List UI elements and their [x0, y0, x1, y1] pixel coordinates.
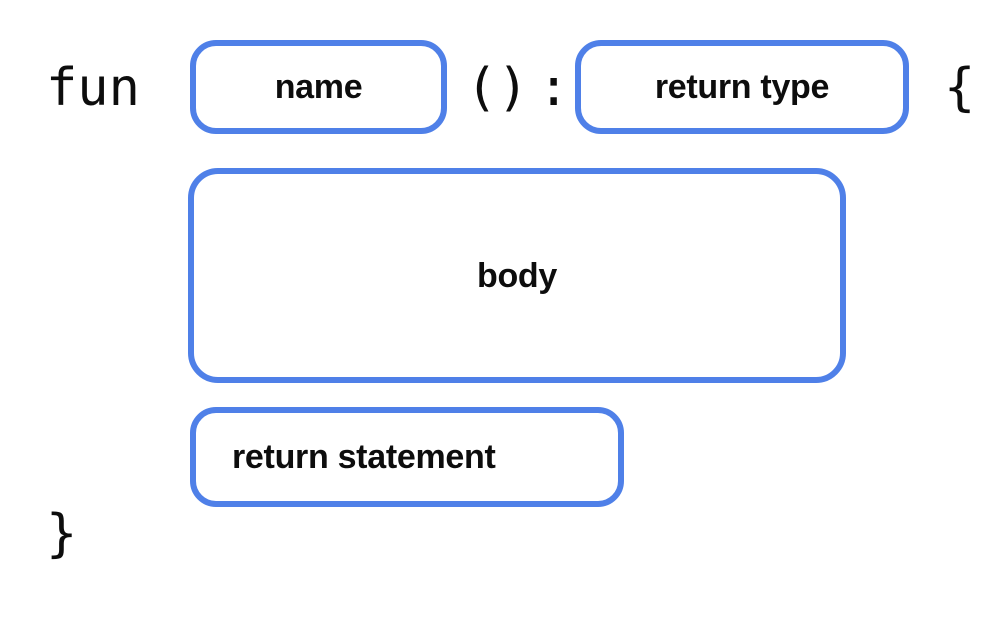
slot-return-statement-label: return statement	[232, 438, 496, 476]
keyword-fun-token: fun	[46, 58, 140, 118]
brace-open-token: {	[944, 58, 976, 118]
slot-return-type-box[interactable]: return type	[575, 40, 909, 134]
slot-name-label: name	[274, 68, 363, 106]
slot-body-label: body	[476, 256, 557, 295]
slot-name-box[interactable]: name	[190, 40, 447, 134]
slot-body-box[interactable]: body	[188, 168, 846, 383]
slot-return-type-label: return type	[654, 68, 830, 106]
colon-token: :	[538, 58, 570, 118]
brace-close-token: }	[46, 504, 78, 564]
slot-return-statement-box[interactable]: return statement	[190, 407, 624, 507]
parentheses-token: ()	[466, 58, 529, 118]
